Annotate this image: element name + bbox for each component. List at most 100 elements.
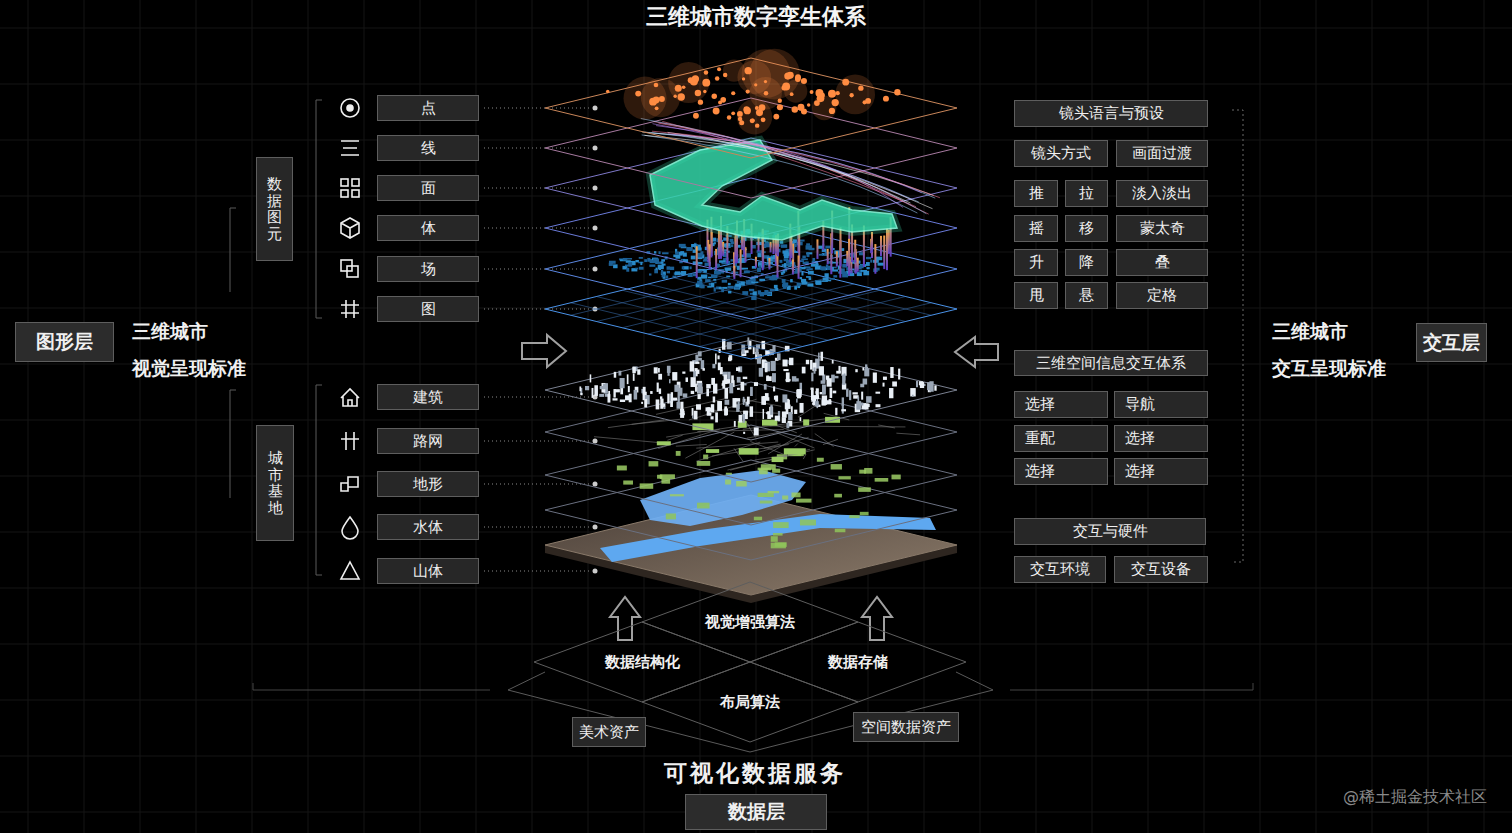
option-box: 降 <box>1065 249 1108 276</box>
diagram-title: 三维城市数字孪生体系 <box>0 2 1512 32</box>
service-diamond: 视觉增强算法 <box>642 582 858 662</box>
node-text: 数据存储 <box>828 653 888 672</box>
node-text: 降 <box>1079 253 1094 272</box>
option-box: 蒙太奇 <box>1116 215 1208 242</box>
node-text: 布局算法 <box>720 693 780 712</box>
option-box: 选择 <box>1014 458 1108 485</box>
group-box: 数据图元 <box>256 157 293 261</box>
layer-box: 图形层 <box>15 322 114 362</box>
node-text: 摇 <box>1029 219 1044 238</box>
layer-box: 交互层 <box>1416 323 1487 362</box>
option-box: 选择 <box>1014 391 1108 418</box>
node-text: 山体 <box>413 562 443 581</box>
layer-box: 数据层 <box>685 794 827 830</box>
node-text: 交互层 <box>1423 330 1480 356</box>
service-label: 可视化数据服务 <box>555 758 955 789</box>
node-text: 镜头语言与预设 <box>1059 104 1164 123</box>
option-box: 推 <box>1014 180 1058 207</box>
option-box: 镜头方式 <box>1014 140 1108 167</box>
option-box: 升 <box>1014 249 1058 276</box>
option-box: 交互环境 <box>1014 556 1106 583</box>
node-text: 叠 <box>1155 253 1170 272</box>
node-text: 空间数据资产 <box>861 718 951 737</box>
option-box: 拉 <box>1065 180 1108 207</box>
group-box: 城市基地 <box>256 425 294 541</box>
node-text: 数据结构化 <box>605 653 680 672</box>
node-text: 美术资产 <box>579 723 639 742</box>
option-box: 淡入淡出 <box>1116 180 1208 207</box>
node-text: 建筑 <box>413 388 443 407</box>
watermark: @稀土掘金技术社区 <box>1290 787 1487 808</box>
node-text: 交互与硬件 <box>1073 522 1148 541</box>
node-text: 淡入淡出 <box>1132 184 1192 203</box>
option-box: 画面过渡 <box>1116 140 1208 167</box>
node-text: 图 <box>421 300 436 319</box>
node-text: 重配 <box>1025 429 1055 448</box>
node-text: 拉 <box>1079 184 1094 203</box>
node-text: 城市基地 <box>268 450 283 516</box>
option-box: 选择 <box>1114 425 1208 452</box>
standard-label: 三维城市 视觉呈现标准 <box>132 313 260 387</box>
node-text: 升 <box>1029 253 1044 272</box>
primitive-box: 图 <box>377 296 479 322</box>
service-diamond: 数据存储 <box>750 622 966 702</box>
node-text: 选择 <box>1125 462 1155 481</box>
service-diamond: 数据结构化 <box>534 622 750 702</box>
node-text: 场 <box>421 260 436 279</box>
node-text: 交互环境 <box>1030 560 1090 579</box>
asset-box: 美术资产 <box>572 717 646 747</box>
node-text: 选择 <box>1025 462 1055 481</box>
option-box: 交互设备 <box>1114 556 1208 583</box>
node-text: 数据图元 <box>267 176 282 242</box>
node-text: 定格 <box>1147 286 1177 305</box>
node-text: 甩 <box>1029 286 1044 305</box>
standard-label: 三维城市 交互呈现标准 <box>1272 313 1400 387</box>
option-box: 甩 <box>1014 282 1058 309</box>
service-diamond: 布局算法 <box>642 662 858 742</box>
base-box: 路网 <box>377 428 479 454</box>
node-text: 镜头方式 <box>1031 144 1091 163</box>
node-text: 三维空间信息交互体系 <box>1036 354 1186 373</box>
primitive-box: 点 <box>377 95 479 121</box>
primitive-box: 体 <box>377 215 479 241</box>
option-box: 选择 <box>1114 458 1208 485</box>
node-text: 面 <box>421 179 436 198</box>
node-text: 地形 <box>413 475 443 494</box>
node-text: 水体 <box>413 518 443 537</box>
option-box: 重配 <box>1014 425 1108 452</box>
node-text: 交互设备 <box>1131 560 1191 579</box>
base-box: 建筑 <box>377 384 479 410</box>
node-text: 画面过渡 <box>1132 144 1192 163</box>
option-box: 摇 <box>1014 215 1058 242</box>
node-text: 数据层 <box>728 799 785 825</box>
node-text: 图形层 <box>36 329 93 355</box>
node-text: 路网 <box>413 432 443 451</box>
node-text: 推 <box>1029 184 1044 203</box>
option-box: 悬 <box>1065 282 1108 309</box>
layer-icons <box>341 99 359 579</box>
node-text: 线 <box>421 139 436 158</box>
option-box: 定格 <box>1116 282 1208 309</box>
header-box: 镜头语言与预设 <box>1014 100 1208 127</box>
node-text: 选择 <box>1025 395 1055 414</box>
asset-box: 空间数据资产 <box>853 712 959 742</box>
node-text: 选择 <box>1125 429 1155 448</box>
option-box: 导航 <box>1114 391 1208 418</box>
option-box: 移 <box>1065 215 1108 242</box>
base-box: 地形 <box>377 471 479 497</box>
leader-lines <box>484 106 598 574</box>
node-text: 视觉增强算法 <box>705 613 795 632</box>
primitive-box: 场 <box>377 256 479 282</box>
node-text: 体 <box>421 219 436 238</box>
base-box: 水体 <box>377 514 479 540</box>
bracket-lines <box>230 100 1253 752</box>
base-box: 山体 <box>377 558 479 584</box>
header-box: 三维空间信息交互体系 <box>1014 350 1208 376</box>
node-text: 移 <box>1079 219 1094 238</box>
node-text: 蒙太奇 <box>1140 219 1185 238</box>
node-text: 点 <box>421 99 436 118</box>
header-box: 交互与硬件 <box>1014 518 1206 545</box>
node-text: 悬 <box>1079 286 1094 305</box>
city-layers <box>545 49 957 603</box>
